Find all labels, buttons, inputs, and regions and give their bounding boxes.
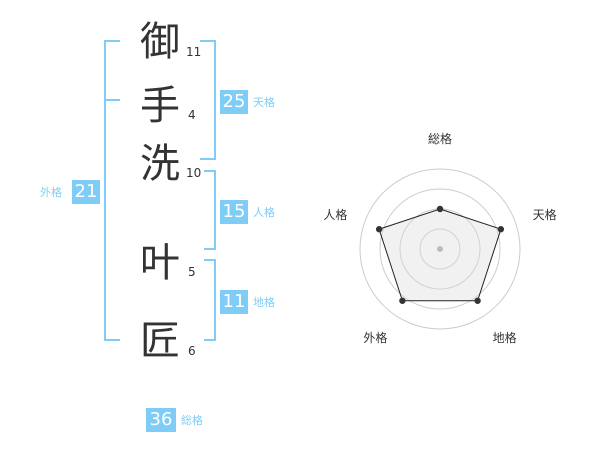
radar-rings: [359, 168, 521, 330]
radar-point: [399, 297, 406, 304]
chikaku-label: 地格: [253, 296, 275, 309]
gaikaku-label: 外格: [40, 186, 62, 199]
gaikaku-bracket-mid: [104, 99, 120, 101]
name-char-3: 洗: [140, 141, 180, 187]
tenkaku-bracket-top: [200, 40, 215, 42]
radar-ring: [379, 188, 501, 310]
radar-point: [375, 226, 383, 233]
stroke-count-4: 5: [188, 265, 196, 279]
radar-label-gaikaku: 外格: [363, 330, 388, 345]
chikaku-value-badge: 11: [220, 290, 248, 314]
name-char-1: 御: [140, 19, 180, 65]
jinkaku-bracket-bottom: [204, 248, 215, 250]
tenkaku-bracket: [214, 40, 216, 160]
radar-label-jinkaku: 人格: [323, 208, 348, 222]
jinkaku-value-badge: 15: [220, 200, 248, 224]
radar-label-soukaku: 総格: [428, 132, 453, 146]
radar-data-polygon: [378, 208, 502, 302]
jinkaku-bracket: [214, 170, 216, 250]
tenkaku-label: 天格: [253, 96, 275, 109]
stroke-count-5: 6: [188, 344, 196, 358]
name-char-5: 匠: [140, 318, 180, 364]
chikaku-bracket-bottom: [204, 339, 215, 341]
radar-points: [375, 205, 505, 304]
name-char-4: 叶: [140, 240, 180, 286]
jinkaku-bracket-top: [204, 170, 215, 172]
radar-chart: [359, 168, 521, 330]
gaikaku-bracket-top: [104, 40, 120, 42]
radar-ring: [419, 228, 461, 270]
radar-ring: [359, 168, 521, 330]
soukaku-value-badge: 36: [146, 408, 176, 432]
stroke-count-3: 10: [186, 166, 202, 180]
gaikaku-value-badge: 21: [72, 180, 100, 204]
chikaku-bracket: [214, 259, 216, 341]
radar-label-tenkaku: 天格: [532, 208, 557, 222]
jinkaku-label: 人格: [253, 206, 275, 219]
chikaku-bracket-top: [204, 259, 215, 261]
gaikaku-bracket: [104, 40, 106, 340]
radar-label-chikaku: 地格: [492, 330, 517, 345]
radar-center-dot: [437, 246, 443, 252]
gaikaku-bracket-bottom: [104, 339, 120, 341]
tenkaku-value-badge: 25: [220, 90, 248, 114]
soukaku-label: 総格: [181, 414, 203, 427]
tenkaku-bracket-bottom: [200, 158, 215, 160]
stroke-count-1: 11: [186, 45, 202, 59]
radar-point: [474, 297, 481, 304]
stroke-count-2: 4: [188, 108, 196, 122]
radar-point: [497, 226, 505, 233]
radar-point: [436, 205, 444, 213]
name-char-2: 手: [140, 83, 180, 129]
